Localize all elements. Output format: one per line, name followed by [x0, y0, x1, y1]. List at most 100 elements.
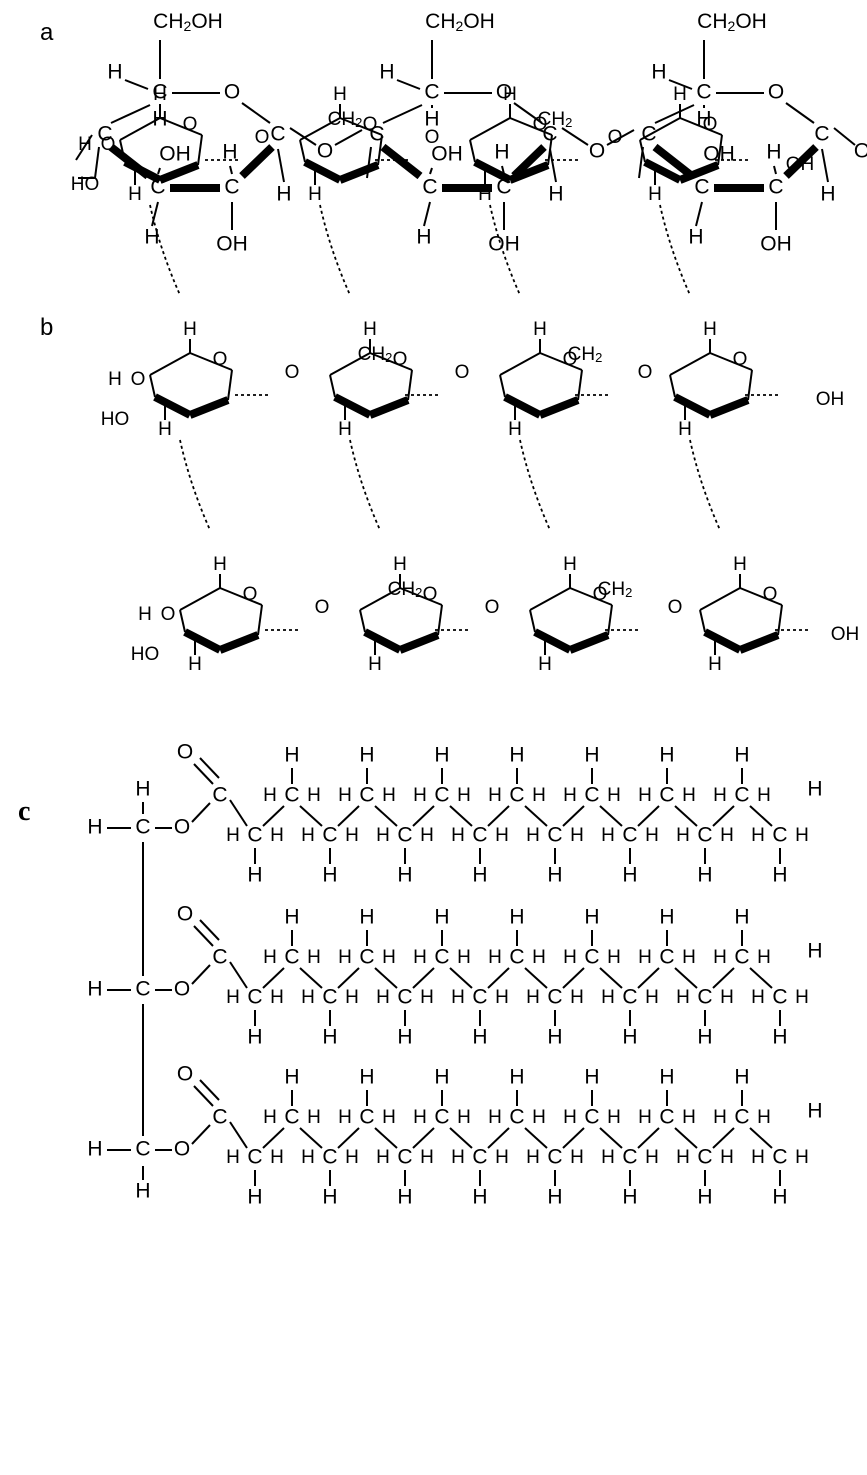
bond	[437, 604, 443, 636]
bond	[549, 148, 557, 183]
atom-h: H	[495, 825, 509, 846]
bond	[524, 967, 548, 989]
atom-oh: OH	[760, 233, 792, 256]
atom-h: H	[533, 319, 547, 340]
bond	[569, 587, 613, 606]
bond	[262, 967, 285, 989]
atom-h: H	[751, 1147, 765, 1168]
atom-h: H	[508, 419, 522, 440]
bond	[529, 609, 536, 633]
bond	[785, 102, 815, 124]
atom-h: H	[563, 947, 577, 968]
bond	[708, 396, 750, 419]
atom-h: H	[807, 940, 822, 963]
bond	[703, 628, 742, 654]
atom-h: H	[584, 744, 599, 767]
bond	[377, 134, 383, 166]
bond	[599, 805, 623, 827]
atom-h: H	[532, 785, 546, 806]
bond	[151, 201, 159, 227]
bond	[749, 805, 773, 827]
atom-h: H	[682, 947, 696, 968]
atom-h: H	[413, 947, 427, 968]
atom-c: C	[547, 1146, 562, 1169]
atom-c: C	[547, 824, 562, 847]
atom-h: H	[570, 825, 584, 846]
bond	[277, 148, 285, 183]
bond	[678, 161, 720, 184]
bond	[533, 628, 572, 654]
bond	[539, 352, 583, 371]
atom-h: H	[434, 906, 449, 929]
atom-h: H	[307, 785, 321, 806]
atom-c: C	[772, 1146, 787, 1169]
bond	[257, 604, 263, 636]
bond	[511, 144, 547, 179]
bond	[158, 161, 200, 184]
atom-h: H	[678, 419, 692, 440]
bond	[695, 201, 703, 227]
bond	[429, 167, 433, 175]
bond	[299, 117, 341, 141]
atom-c: C	[270, 123, 285, 146]
atom-h: H	[420, 1147, 434, 1168]
atom-c: C	[622, 824, 637, 847]
bond	[669, 374, 676, 398]
bond	[449, 1127, 473, 1149]
bond	[299, 805, 323, 827]
atom-c: C	[212, 784, 227, 807]
atom-c: C	[135, 1138, 150, 1161]
atom-h: H	[734, 1066, 749, 1089]
bond	[412, 967, 435, 989]
bond	[568, 631, 610, 654]
atom-h: H	[772, 1186, 787, 1209]
atom-h: H	[720, 825, 734, 846]
atom-ch2oh: CH2OH	[425, 10, 495, 34]
bond	[668, 79, 693, 90]
bond	[399, 587, 443, 606]
atom-h: H	[301, 1147, 315, 1168]
atom-c: C	[434, 1106, 449, 1129]
atom-h: H	[359, 744, 374, 767]
bond	[374, 1127, 398, 1149]
atom-h: H	[676, 1147, 690, 1168]
atom-h: H	[451, 825, 465, 846]
bond	[599, 1127, 623, 1149]
atom-h: H	[226, 825, 240, 846]
atom-h: H	[488, 947, 502, 968]
bond	[577, 369, 583, 401]
bond	[299, 1127, 323, 1149]
atom-h: H	[795, 1147, 809, 1168]
bond	[524, 805, 548, 827]
atom-c: C	[694, 176, 709, 199]
atom-o: O	[638, 362, 653, 383]
bond	[149, 374, 156, 398]
atom-h: H	[509, 1066, 524, 1089]
bond	[547, 134, 553, 166]
atom-o: O	[174, 816, 190, 839]
atom-ho: HO	[131, 644, 160, 665]
panel-b-label: b	[40, 314, 53, 341]
atom-h: H	[563, 554, 577, 575]
bond	[449, 805, 473, 827]
atom-c: C	[768, 176, 783, 199]
atom-ch2: CH2	[538, 109, 573, 130]
hydrogen-bond	[489, 204, 521, 296]
atom-ch2: CH2	[388, 579, 423, 600]
atom-h: H	[263, 947, 277, 968]
atom-h: H	[651, 61, 666, 84]
atom-h: H	[87, 1138, 102, 1161]
atom-h: H	[457, 947, 471, 968]
atom-h: H	[397, 864, 412, 887]
atom-h: H	[757, 1107, 771, 1128]
atom-oh: OH	[159, 143, 191, 166]
bond	[75, 134, 93, 161]
atom-c: C	[135, 816, 150, 839]
bond	[738, 631, 780, 654]
atom-c: C	[359, 784, 374, 807]
hydrogen-bond	[179, 439, 211, 531]
atom-c: C	[772, 986, 787, 1009]
atom-h: H	[563, 785, 577, 806]
